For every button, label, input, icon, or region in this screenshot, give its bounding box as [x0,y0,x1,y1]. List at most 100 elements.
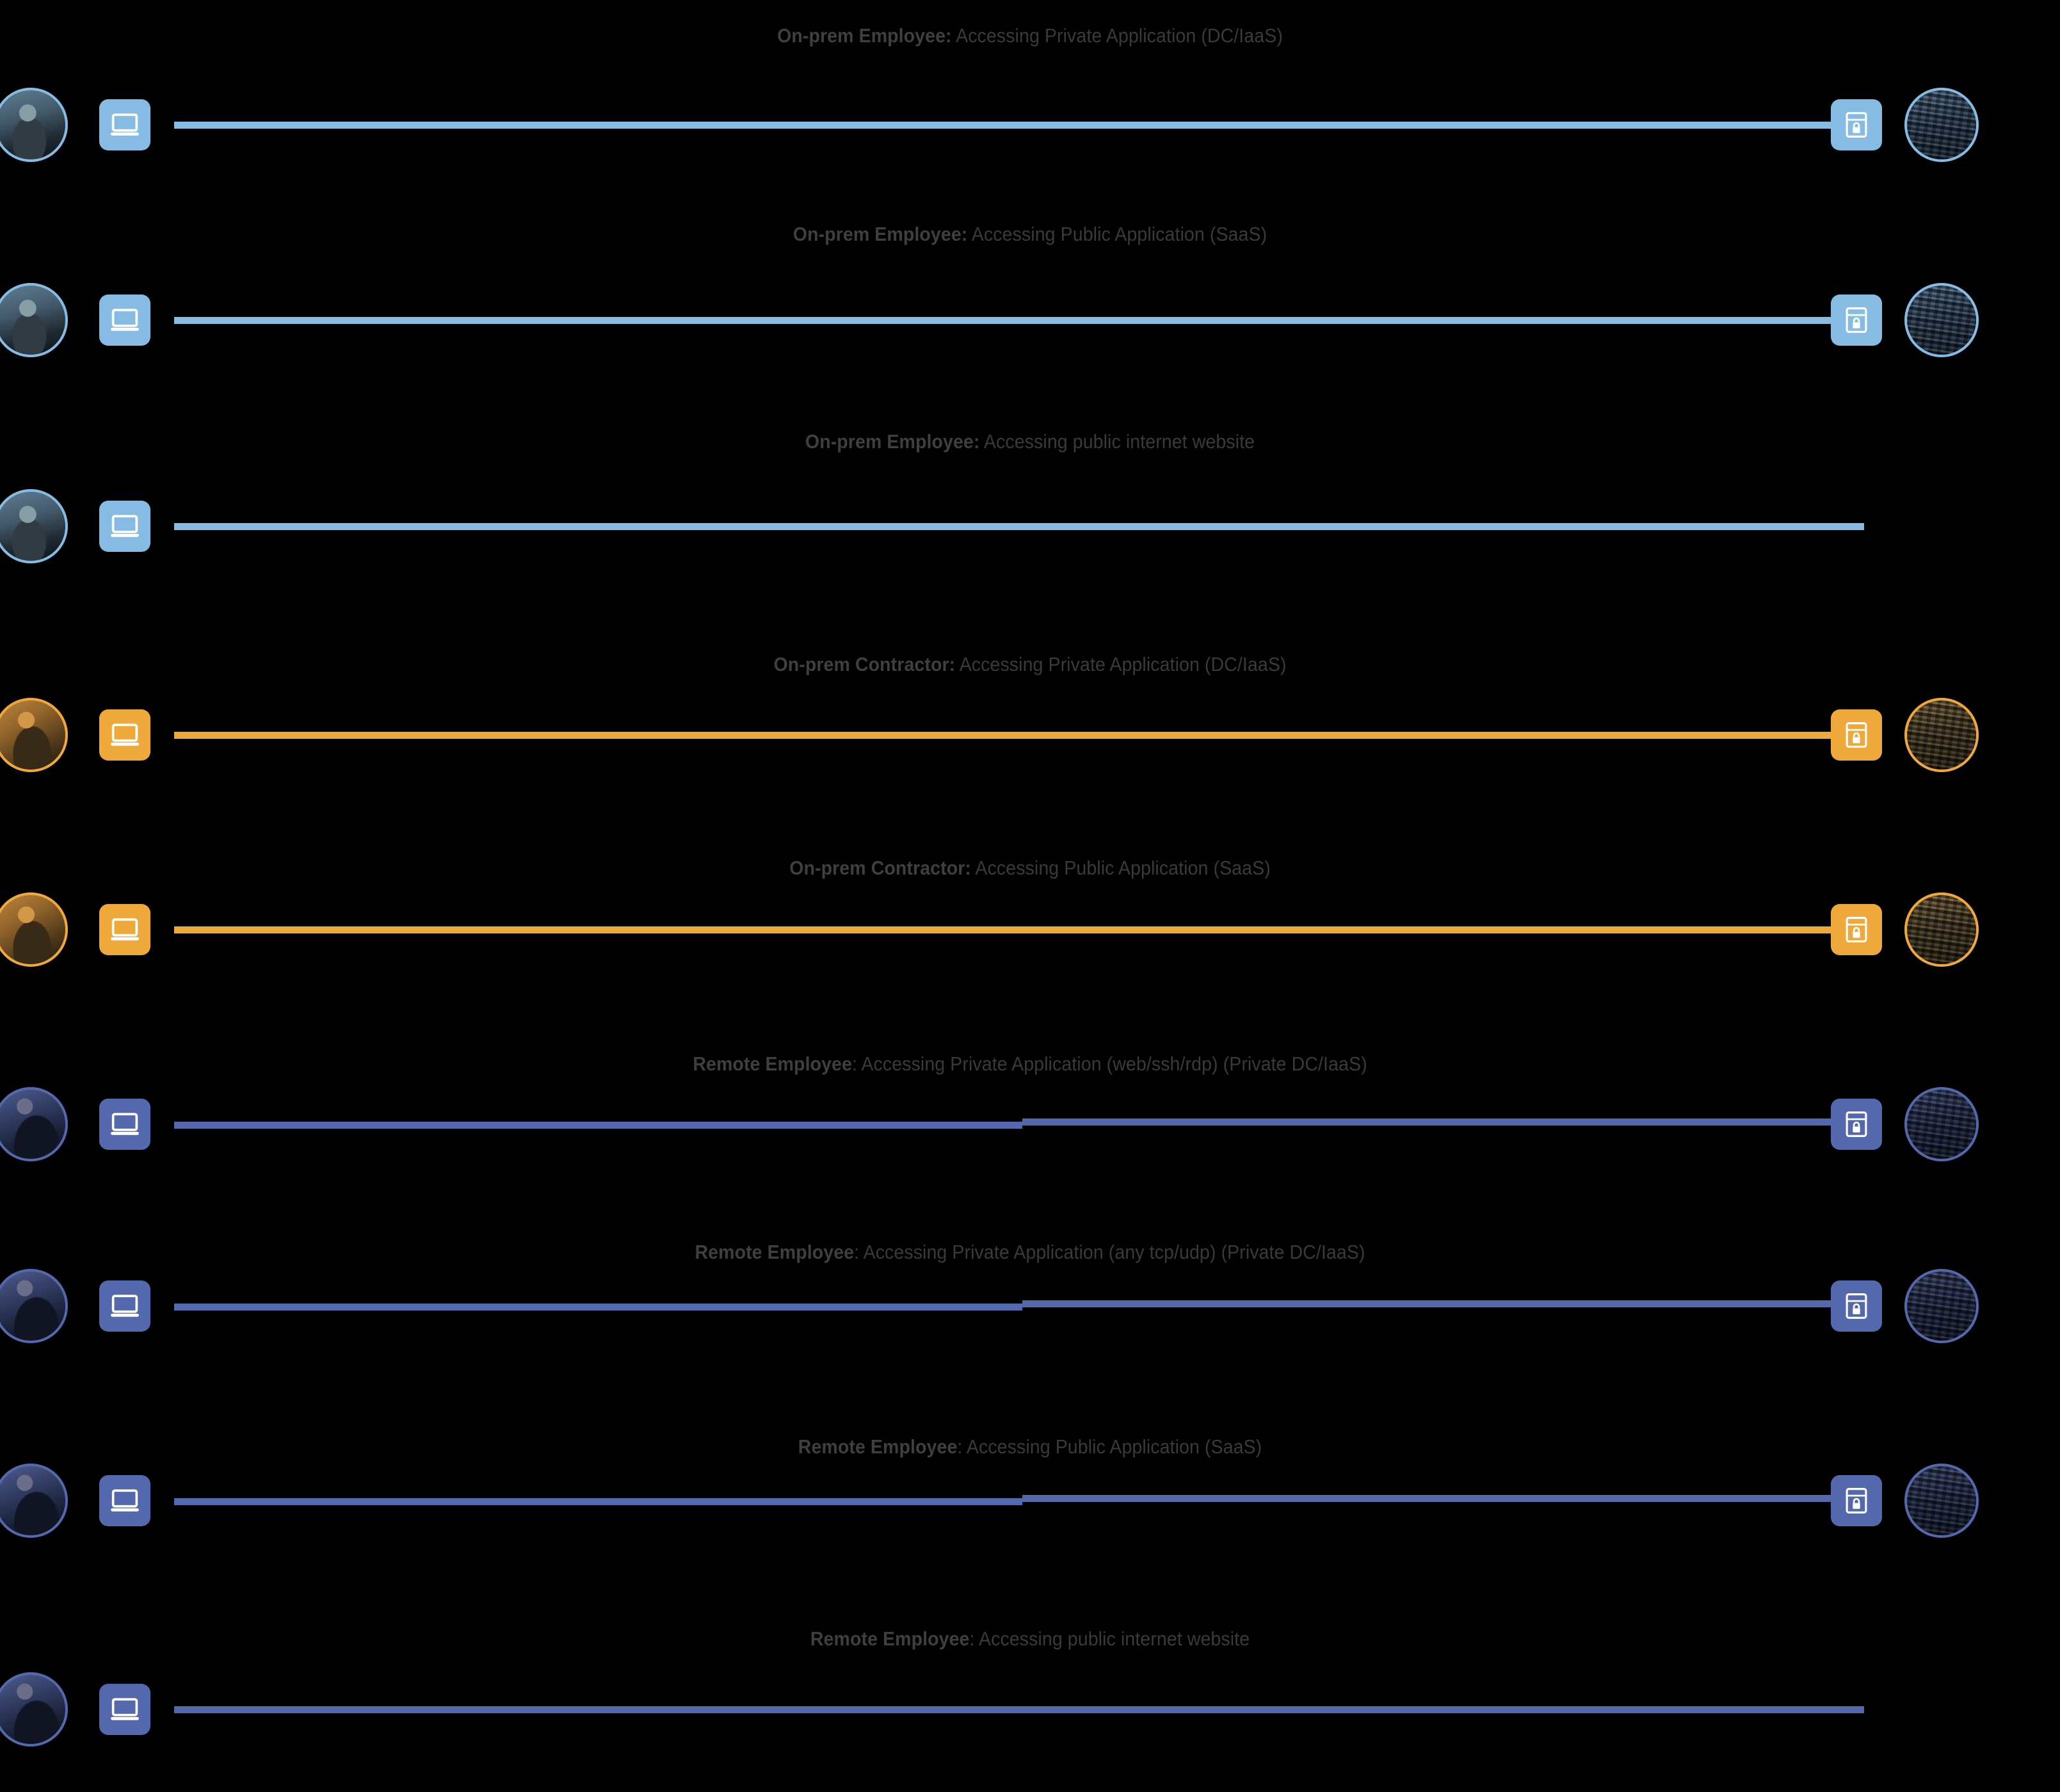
flow-caption-role: On-prem Employee: [793,223,968,245]
laptop-icon [107,1483,143,1519]
avatar-ring [0,283,68,357]
remote-employee-avatar [0,1087,68,1161]
connection-line-segment-b [1022,1495,1860,1502]
avatar-ring [0,698,68,772]
flow-caption-description: : Accessing Private Application (web/ssh… [851,1053,1367,1075]
secure-server-lock-icon [1839,107,1874,143]
laptop-icon [107,1288,143,1324]
datacenter-ring [1904,1464,1979,1538]
flow-caption-role: On-prem Contractor: [789,857,971,879]
laptop-icon [107,717,143,753]
flow-caption-role: On-prem Employee: [777,24,952,47]
laptop-icon [107,107,143,143]
connection-line-segment-a [174,1304,1022,1311]
avatar-ring [0,88,68,162]
flow-caption: On-prem Contractor: Accessing Private Ap… [83,653,1978,676]
datacenter-ring [1904,698,1979,772]
avatar-ring [0,892,68,967]
flow-caption: On-prem Employee: Accessing Private Appl… [83,24,1978,47]
connection-line [174,317,1860,324]
on-prem-employee-avatar [0,88,68,162]
avatar-ring [0,1672,68,1747]
endpoint-device-chip [99,99,150,150]
datacenter-photo-icon [1904,1464,1979,1538]
avatar-ring [0,1269,68,1343]
secure-server-lock-icon [1839,1483,1874,1519]
datacenter-photo-icon [1904,88,1979,162]
datacenter-photo-icon [1904,892,1979,967]
avatar-ring [0,1464,68,1538]
flow-caption: On-prem Employee: Accessing Public Appli… [83,223,1978,246]
flow-caption-role: On-prem Employee: [805,430,980,453]
destination-app-chip [1831,295,1882,346]
datacenter-ring [1904,283,1979,357]
flow-caption: Remote Employee: Accessing Public Applic… [83,1435,1978,1458]
flow-caption: On-prem Employee: Accessing public inter… [83,430,1978,453]
datacenter-photo-icon [1904,1087,1979,1161]
remote-employee-avatar [0,1464,68,1538]
avatar-ring [0,489,68,563]
secure-server-lock-icon [1839,1106,1874,1142]
laptop-icon [107,1691,143,1727]
secure-server-lock-icon [1839,912,1874,948]
endpoint-device-chip [99,1280,150,1332]
on-prem-contractor-avatar [0,892,68,967]
flow-caption-description: : Accessing Private Application (any tcp… [854,1241,1365,1263]
endpoint-device-chip [99,1684,150,1735]
secure-server-lock-icon [1839,302,1874,338]
endpoint-device-chip [99,904,150,955]
connection-line-segment-b [1022,1300,1860,1307]
endpoint-device-chip [99,709,150,761]
datacenter-photo-icon [1904,1269,1979,1343]
endpoint-device-chip [99,295,150,346]
datacenter-ring [1904,1087,1979,1161]
endpoint-device-chip [99,1099,150,1150]
flow-caption-description: Accessing Public Application (SaaS) [970,857,1271,879]
connection-line-segment-a [174,1122,1022,1129]
datacenter-photo-icon [1904,698,1979,772]
secure-server-lock-icon [1839,717,1874,753]
flow-caption-role: Remote Employee [693,1053,852,1075]
avatar-ring [0,1087,68,1161]
connection-line-segment-b [1022,1118,1860,1126]
laptop-icon [107,302,143,338]
flow-caption-description: Accessing Public Application (SaaS) [967,223,1267,245]
destination-app-chip [1831,709,1882,761]
datacenter-ring [1904,88,1979,162]
destination-app-chip [1831,99,1882,150]
flow-caption-description: : Accessing public internet website [969,1627,1250,1650]
destination-app-chip [1831,1099,1882,1150]
on-prem-contractor-avatar [0,698,68,772]
connection-line [174,926,1860,933]
flow-caption-role: On-prem Contractor: [773,653,956,675]
destination-app-chip [1831,1280,1882,1332]
connection-line [174,732,1860,739]
endpoint-device-chip [99,1475,150,1526]
endpoint-device-chip [99,501,150,552]
on-prem-employee-avatar [0,283,68,357]
flow-caption-description: Accessing Private Application (DC/IaaS) [951,24,1283,47]
flow-caption-description: Accessing Private Application (DC/IaaS) [955,653,1287,675]
laptop-icon [107,912,143,948]
flow-caption: Remote Employee: Accessing public intern… [83,1627,1978,1651]
destination-app-chip [1831,1475,1882,1526]
datacenter-ring [1904,1269,1979,1343]
remote-employee-avatar [0,1269,68,1343]
laptop-icon [107,1106,143,1142]
flow-caption: Remote Employee: Accessing Private Appli… [83,1241,1978,1264]
connection-line [174,523,1864,530]
laptop-icon [107,508,143,544]
flow-caption-description: : Accessing Public Application (SaaS) [957,1435,1262,1458]
secure-server-lock-icon [1839,1288,1874,1324]
flow-caption-role: Remote Employee [810,1627,970,1650]
connection-line [174,122,1860,129]
flow-caption: On-prem Contractor: Accessing Public App… [83,857,1978,880]
remote-employee-avatar [0,1672,68,1747]
destination-app-chip [1831,904,1882,955]
connection-line-segment-a [174,1498,1022,1505]
flow-caption-role: Remote Employee [798,1435,958,1458]
connection-line [174,1706,1864,1713]
datacenter-photo-icon [1904,283,1979,357]
datacenter-ring [1904,892,1979,967]
